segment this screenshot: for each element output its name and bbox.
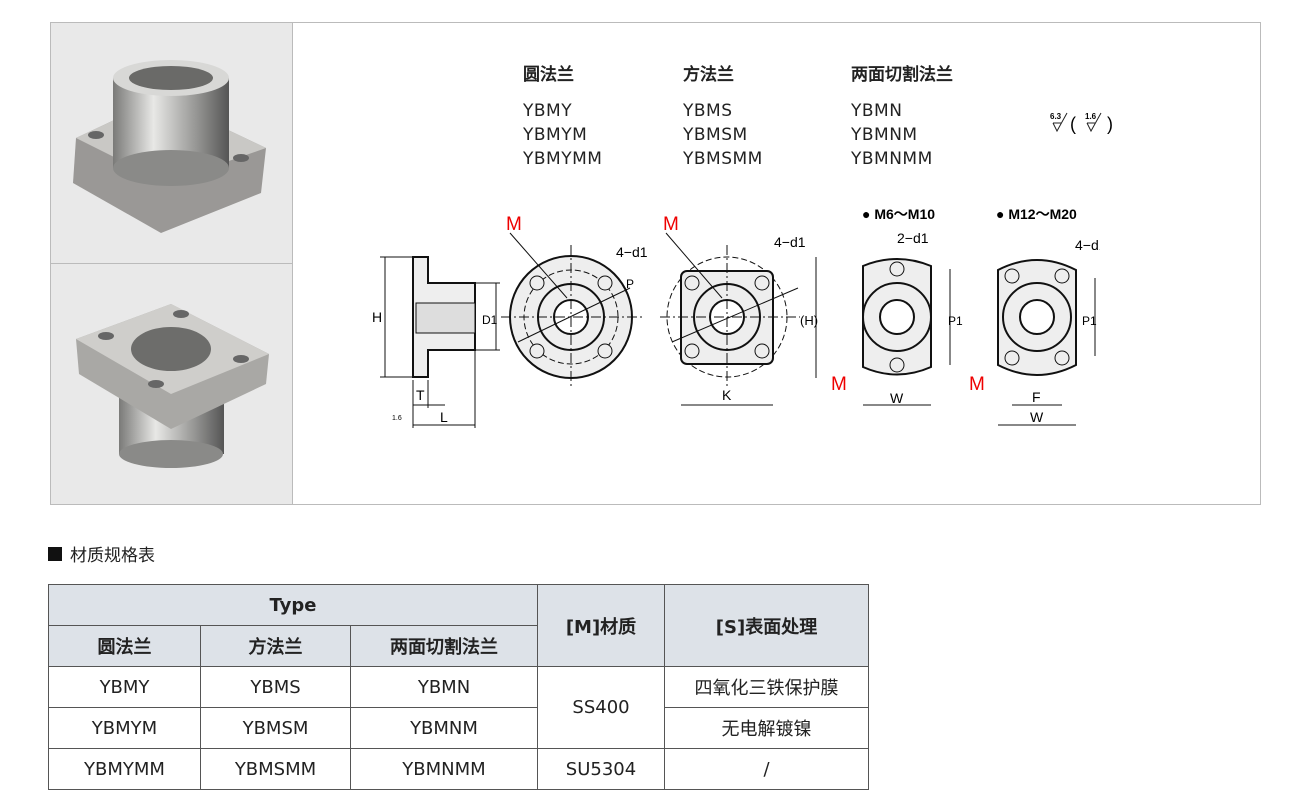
label-d1: D1 — [482, 313, 498, 327]
roughness-side: 1.6 — [392, 415, 402, 422]
label-p-round: P — [626, 277, 634, 291]
codes-square: YBMS YBMSM YBMSMM — [683, 99, 763, 171]
cut-flange-large-view — [997, 259, 1096, 426]
cell: YBMSMM — [200, 748, 351, 790]
header-cut: 两面切割法兰 — [350, 625, 538, 667]
header-round: 圆法兰 — [48, 625, 201, 667]
header-material: [M]材质 — [537, 584, 665, 667]
label-range-m6-m10: ● M6～M10 — [862, 206, 935, 222]
label-m-round: M — [506, 214, 522, 235]
label-holes-2: 2−d1 — [897, 230, 929, 246]
cell-surface: 四氧化三铁保护膜 — [664, 666, 869, 708]
label-m-cut-large: M — [969, 374, 985, 395]
code: YBMNMM — [851, 149, 933, 169]
type-heading-round: 圆法兰 — [523, 65, 574, 85]
cut-flange-small-view — [862, 258, 951, 406]
roughness-paren: 1.6 — [1085, 112, 1097, 121]
cell: YBMSM — [200, 707, 351, 749]
label-holes-cut: 4−d1 — [1075, 237, 1100, 253]
label-holes-round: 4−d1 — [616, 244, 648, 260]
section-heading: 材质规格表 — [48, 541, 155, 566]
label-t: T — [416, 387, 425, 403]
label-holes-square: 4−d1 — [774, 234, 806, 250]
square-bullet-icon — [48, 546, 62, 561]
label-range-m12-m20: ● M12～M20 — [996, 206, 1077, 222]
type-heading-square: 方法兰 — [683, 65, 734, 85]
label-w-small: W — [890, 390, 904, 406]
label-m-cut-small: M — [831, 374, 847, 395]
product-photo-top — [51, 264, 293, 504]
cell: YBMYM — [48, 707, 201, 749]
code: YBMY — [523, 101, 573, 121]
cell: YBMS — [200, 666, 351, 708]
round-flange-view — [501, 232, 642, 388]
roughness-main: 6.3 — [1050, 112, 1062, 121]
label-w-large: W — [1030, 409, 1044, 425]
label-m-square: M — [663, 214, 679, 235]
code: YBMSM — [683, 125, 748, 145]
square-flange-view — [660, 232, 817, 406]
cell: YBMNMM — [350, 748, 538, 790]
side-view — [380, 256, 500, 428]
cell-surface: / — [664, 748, 869, 790]
code: YBMNM — [851, 125, 918, 145]
technical-drawing: H D1 T L 1.6 M 4−d1 P M 4−d1 K (H) ● M6～… — [372, 206, 1100, 428]
label-h: H — [372, 309, 382, 325]
code: YBMSMM — [683, 149, 763, 169]
header-square: 方法兰 — [200, 625, 351, 667]
type-heading-cut: 两面切割法兰 — [851, 65, 953, 85]
label-k: K — [722, 387, 732, 403]
codes-round: YBMY YBMYM YBMYMM — [523, 99, 602, 171]
product-photo-front — [51, 23, 293, 264]
label-f: F — [1032, 389, 1041, 405]
label-h-paren: (H) — [800, 313, 818, 328]
paren-open: ( — [1070, 114, 1076, 134]
code: YBMS — [683, 101, 733, 121]
label-l: L — [440, 409, 448, 425]
header-type: Type — [48, 584, 538, 626]
cell-surface: 无电解镀镍 — [664, 707, 869, 749]
cell: YBMY — [48, 666, 201, 708]
code: YBMYM — [523, 125, 588, 145]
cell-material: SS400 — [537, 666, 665, 749]
code: YBMYMM — [523, 149, 603, 169]
cell: YBMN — [350, 666, 538, 708]
roughness-symbol: 6.3 ( 1.6 ) — [1050, 112, 1113, 134]
cell: YBMYMM — [48, 748, 201, 790]
label-p1-small: P1 — [948, 314, 963, 328]
cell-material: SU5304 — [537, 748, 665, 790]
codes-cut: YBMN YBMNM YBMNMM — [851, 99, 933, 171]
header-surface: [S]表面处理 — [664, 584, 869, 667]
code: YBMN — [851, 101, 903, 121]
paren-close: ) — [1107, 114, 1113, 134]
cell: YBMNM — [350, 707, 538, 749]
section-title: 材质规格表 — [70, 546, 155, 566]
label-p1-large: P1 — [1082, 314, 1097, 328]
product-panel — [50, 22, 1261, 505]
